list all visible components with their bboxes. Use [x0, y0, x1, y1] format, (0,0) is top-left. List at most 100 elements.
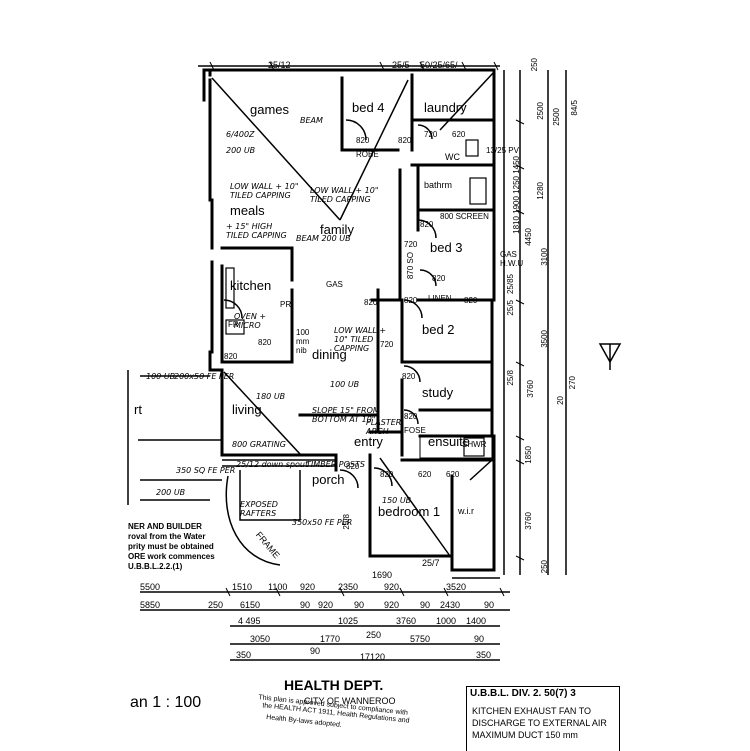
- fixture-shwr: SHWR: [462, 440, 487, 449]
- annotation: TIMBER POSTS: [306, 460, 365, 469]
- bottom-dim-misc: 250: [540, 560, 549, 574]
- ubbl-line: DISCHARGE TO EXTERNAL AIR: [472, 718, 607, 728]
- annotation: LOW WALL + 10" TILED CAPPING: [230, 182, 299, 200]
- fixture-gas-hwu: GAS H.W.U: [500, 250, 524, 268]
- roof-line: [339, 79, 409, 221]
- bottom-dim-r2: 250: [208, 600, 224, 610]
- door-width: 820: [404, 412, 418, 421]
- bottom-dim-r5: 350: [476, 650, 492, 660]
- door-swing: [339, 469, 359, 489]
- annotation: 200 UB: [156, 488, 186, 497]
- bottom-dim-r1: 920: [300, 582, 316, 592]
- wc-fixture: [465, 139, 479, 157]
- bottom-dim-r2: 920: [384, 600, 400, 610]
- door-swing: [417, 124, 433, 140]
- bottom-dim-r2: 90: [420, 600, 431, 610]
- scale-label: an 1 : 100: [130, 694, 202, 711]
- right-dimension: 250: [530, 58, 539, 72]
- door-width: 820: [364, 298, 378, 307]
- door-width: 820: [258, 338, 272, 347]
- fixture-fr: FR: [228, 320, 239, 329]
- door-width: 720: [404, 240, 418, 249]
- room-label-wc: WC: [445, 152, 460, 162]
- fixture-robe: ROBE: [356, 150, 379, 159]
- right-dimension: 1280: [536, 182, 545, 200]
- bottom-dim-r1: 2350: [338, 582, 359, 592]
- bottom-dim-misc: 250: [366, 630, 382, 640]
- ensuite-box: [419, 435, 493, 459]
- annotation: 200x50 FE PER: [174, 372, 235, 381]
- annotation: 150 UB: [382, 496, 412, 505]
- wall: [220, 246, 294, 282]
- door-width: 820: [464, 296, 478, 305]
- fixture-fose: FOSE: [404, 426, 426, 435]
- bath-fixture: [469, 177, 487, 205]
- room-label-study: study: [422, 385, 454, 400]
- roof-line: [211, 77, 341, 221]
- ubbl-line: KITCHEN EXHAUST FAN TO: [472, 706, 592, 716]
- note-line: U.B.B.L.2.2.(1): [128, 562, 183, 571]
- roof-line: [469, 459, 493, 481]
- door-width: 720: [424, 130, 438, 139]
- door-swing: [225, 475, 281, 566]
- door-swing: [403, 365, 421, 383]
- annotation: 25/12 down spout: [236, 460, 309, 469]
- annotation: 100 UB: [330, 380, 360, 389]
- right-dimension: 2500: [536, 102, 545, 120]
- bottom-dim-r4: 3050: [250, 634, 271, 644]
- door-width: 820: [398, 136, 412, 145]
- bottom-dim-r1: 1100: [268, 582, 288, 592]
- roof-line: [439, 71, 495, 131]
- bottom-dim-r4: 5750: [410, 634, 431, 644]
- right-dimension: 13/25 PV: [486, 146, 519, 155]
- fixture-screen: 800 SCREEN: [440, 212, 489, 221]
- room-label-family: family: [320, 222, 354, 237]
- annotation: SLOPE 15" FROM BOTTOM AT 10": [312, 406, 380, 424]
- room-label-ensuite: ensuite: [428, 434, 470, 449]
- door-width: 820: [224, 352, 238, 361]
- door-width: 620: [446, 470, 460, 479]
- note-line: NER AND BUILDER: [128, 522, 202, 531]
- note-line: ORE work commences: [128, 552, 215, 561]
- roof-line: [223, 371, 301, 455]
- bottom-dim-r2: 90: [300, 600, 311, 610]
- door-swing: [373, 467, 393, 487]
- annotation: 180 UB: [256, 392, 286, 401]
- annotation: PLASTER ARCH: [366, 418, 402, 436]
- bottom-dim-r4: 90: [474, 634, 485, 644]
- room-label-entry: entry: [354, 434, 383, 449]
- right-dimension: 25/85: [506, 274, 515, 295]
- room-label-meals: meals: [230, 203, 265, 218]
- annotation: 350x50 FE PER: [292, 518, 353, 527]
- room-label-lounge-partial: rt: [134, 402, 142, 417]
- annotation: 1810 1900 1250 1450: [512, 156, 521, 234]
- outer-wall: [202, 68, 496, 572]
- annotation: 200 UB: [226, 146, 256, 155]
- annotation: 350 SQ FE PER: [176, 466, 236, 475]
- door-width: 820: [346, 462, 360, 471]
- door-width: 720: [380, 340, 394, 349]
- door-width: 820: [404, 296, 418, 305]
- bottom-dim-misc: 90: [310, 646, 321, 656]
- bottom-dim-misc: 1690: [372, 570, 393, 580]
- bottom-dim-r2: 920: [318, 600, 334, 610]
- dim-ticks: [209, 61, 499, 71]
- door-swing: [419, 269, 437, 287]
- annotation: LOW WALL + 10" TILED CAPPING: [310, 186, 379, 204]
- door-width: 820: [402, 372, 416, 381]
- door-swing: [403, 299, 423, 319]
- door-width: 820: [420, 220, 434, 229]
- bottom-dim-r2: 90: [484, 600, 495, 610]
- right-dimension: 20: [556, 396, 565, 405]
- right-dimension: 270: [568, 376, 577, 390]
- door-width: 870 SO: [406, 252, 415, 280]
- bottom-dim-r3: 3760: [396, 616, 417, 626]
- room-label-laundry: laundry: [424, 100, 467, 115]
- ubbl-note-box: [466, 686, 620, 751]
- top-dimension: 50/25/65/: [420, 60, 458, 70]
- top-dimension: 25/12: [268, 60, 291, 70]
- room-label-bathroom: bathrm: [424, 180, 453, 190]
- bottom-dim-r3: 4 495: [238, 616, 261, 626]
- room-label-bed3: bed 3: [430, 240, 463, 255]
